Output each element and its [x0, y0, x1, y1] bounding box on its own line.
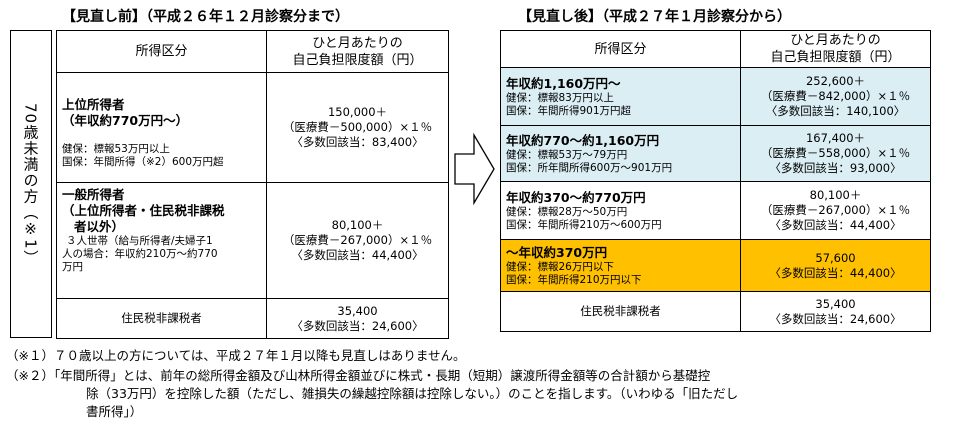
- after-row-exempt-category: 住民税非課税者: [500, 291, 741, 332]
- after-row-1160: 年収約1,160万円～ 健保：標報83万円以上 国保：年間所得901万円超 25…: [500, 67, 931, 126]
- amount-base: 150,000＋: [327, 105, 388, 119]
- amount-formula: （医療費－500,000）×１％: [282, 120, 433, 134]
- category-detail: 健保：標報83万円以上: [506, 91, 614, 104]
- category-title: ～年収約370万円: [506, 244, 608, 260]
- category-title: 者以外）: [74, 219, 125, 234]
- category-title: 年収約370～約770万円: [506, 189, 646, 205]
- after-row-under370-category: ～年収約370万円 健保：標報26万円以下 国保：年間所得210万円以下: [500, 239, 741, 292]
- after-row-exempt: 住民税非課税者 35,400 〈多数回該当：24,600〉: [500, 291, 931, 332]
- category-detail: 健保：標報28万～50万円: [506, 205, 628, 218]
- after-row-370-category: 年収約370～約770万円 健保：標報28万～50万円 国保：年間所得210万～…: [500, 181, 741, 240]
- category-title: （年収約770万円～）: [62, 113, 189, 128]
- after-header-income: 所得区分: [500, 30, 741, 68]
- category-title: 年収約770～約1,160万円: [506, 132, 660, 148]
- category-detail: 国保：年間所得210万円以下: [506, 273, 642, 286]
- after-row-770: 年収約770～約1,160万円 健保：標報53万～79万円 国保：所年間所得60…: [500, 125, 931, 182]
- amount-formula: （医療費－267,000）×１％: [282, 233, 433, 247]
- footnote-2-line3: 書所得」）: [86, 404, 143, 419]
- footnote-2-line1: （※２）「年間所得」とは、前年の総所得金額及び山林所得金額並びに株式・長期（短期…: [6, 368, 711, 383]
- before-header-row: 所得区分 ひと月あたりの 自己負担限度額（円）: [56, 30, 449, 73]
- after-row-under370: ～年収約370万円 健保：標報26万円以下 国保：年間所得210万円以下 57,…: [500, 239, 931, 292]
- amount-formula: （医療費－558,000）×１％: [760, 146, 911, 160]
- category-detail: 万円: [62, 261, 83, 273]
- category-detail: 国保：所年間所得600万～901万円: [506, 161, 673, 174]
- footnote-2-line2: 除（33万円）を控除した額（ただし、雑損失の繰越控除額は控除しない。）のことを指…: [86, 386, 739, 401]
- footnote-1: （※１）７０歳以上の方については、平成２７年１月以降も見直しはありません。: [6, 348, 466, 363]
- category-detail: 人の場合：年収約210万～約770: [62, 248, 218, 260]
- category-detail: ３人世帯（給与所得者/夫婦子1: [66, 235, 213, 247]
- amount-base: 167,400＋: [805, 131, 866, 145]
- category-title: （上位所得者・住民税非課税: [62, 203, 225, 218]
- amount-base: 35,400: [815, 296, 856, 311]
- before-row-exempt: 住民税非課税者 35,400 〈多数回該当：24,600〉: [56, 298, 449, 339]
- amount-multiple: 〈多数回該当：83,400〉: [291, 135, 424, 149]
- after-row-1160-amount: 252,600＋ （医療費－842,000）×１％ 〈多数回該当：140,100…: [740, 67, 931, 126]
- category-title: 一般所得者: [62, 187, 125, 202]
- before-row-general-amount: 80,100＋ （医療費－267,000）×１％ 〈多数回該当：44,400〉: [266, 182, 449, 299]
- category-detail: 健保：標報26万円以下: [506, 260, 614, 273]
- amount-multiple: 〈多数回該当：44,400〉: [769, 218, 902, 232]
- amount-formula: （医療費－842,000）×１％: [760, 89, 911, 103]
- amount-multiple: 〈多数回該当：44,400〉: [769, 265, 902, 280]
- before-row-upper: 上位所得者 （年収約770万円～） 健保：標報53万円以上 国保：年間所得（※2…: [56, 72, 449, 183]
- before-row-exempt-category: 住民税非課税者: [56, 298, 267, 339]
- header-limit-line2: 自己負担限度額（円）: [292, 52, 423, 68]
- amount-multiple: 〈多数回該当：93,000〉: [769, 161, 902, 175]
- after-header-row: 所得区分 ひと月あたりの 自己負担限度額（円）: [500, 30, 931, 68]
- amount-multiple: 〈多数回該当：24,600〉: [291, 318, 424, 333]
- amount-multiple: 〈多数回該当：140,100〉: [765, 104, 906, 118]
- before-header-limit: ひと月あたりの 自己負担限度額（円）: [266, 30, 449, 73]
- before-row-upper-category: 上位所得者 （年収約770万円～） 健保：標報53万円以上 国保：年間所得（※2…: [56, 72, 267, 183]
- amount-formula: （医療費－267,000）×１％: [760, 203, 911, 217]
- amount-base: 80,100＋: [331, 218, 384, 232]
- right-arrow-icon: [454, 132, 495, 206]
- category-title: 年収約1,160万円～: [506, 75, 621, 91]
- after-header-limit: ひと月あたりの 自己負担限度額（円）: [740, 30, 931, 68]
- header-limit-line1: ひと月あたりの: [790, 33, 881, 48]
- category-detail: 国保：年間所得210万～600万円: [506, 218, 662, 231]
- age-category-text: 70歳未満の方（※1）: [21, 102, 40, 266]
- after-title: 【見直し後】（平成２７年１月診察分から）: [518, 9, 791, 25]
- category-title: 上位所得者: [62, 97, 125, 112]
- before-header-income: 所得区分: [56, 30, 267, 73]
- before-row-general: 一般所得者 （上位所得者・住民税非課税 者以外） ３人世帯（給与所得者/夫婦子1…: [56, 182, 449, 299]
- after-table: 所得区分 ひと月あたりの 自己負担限度額（円） 年収約1,160万円～ 健保：標…: [500, 30, 931, 332]
- category-detail: 国保：年間所得（※2）600万円超: [62, 156, 224, 168]
- after-row-770-category: 年収約770～約1,160万円 健保：標報53万～79万円 国保：所年間所得60…: [500, 125, 741, 182]
- amount-base: 252,600＋: [805, 74, 866, 88]
- after-row-370-amount: 80,100＋ （医療費－267,000）×１％ 〈多数回該当：44,400〉: [740, 181, 931, 240]
- amount-multiple: 〈多数回該当：44,400〉: [291, 248, 424, 262]
- after-row-370: 年収約370～約770万円 健保：標報28万～50万円 国保：年間所得210万～…: [500, 181, 931, 240]
- category-detail: 健保：標報53万円以上: [62, 143, 170, 155]
- before-row-general-category: 一般所得者 （上位所得者・住民税非課税 者以外） ３人世帯（給与所得者/夫婦子1…: [56, 182, 267, 299]
- header-limit-line1: ひと月あたりの: [312, 35, 403, 51]
- header-limit-line2: 自己負担限度額（円）: [770, 50, 901, 65]
- before-title: 【見直し前】（平成２６年１２月診察分まで）: [62, 9, 349, 25]
- amount-multiple: 〈多数回該当：24,600〉: [769, 311, 902, 326]
- age-category-label: 70歳未満の方（※1）: [10, 30, 52, 338]
- after-row-770-amount: 167,400＋ （医療費－558,000）×１％ 〈多数回該当：93,000〉: [740, 125, 931, 182]
- category-detail: 国保：年間所得901万円超: [506, 104, 632, 117]
- before-row-exempt-amount: 35,400 〈多数回該当：24,600〉: [266, 298, 449, 339]
- after-row-under370-amount: 57,600 〈多数回該当：44,400〉: [740, 239, 931, 292]
- before-row-upper-amount: 150,000＋ （医療費－500,000）×１％ 〈多数回該当：83,400〉: [266, 72, 449, 183]
- before-table: 所得区分 ひと月あたりの 自己負担限度額（円） 上位所得者 （年収約770万円～…: [56, 30, 449, 339]
- after-row-1160-category: 年収約1,160万円～ 健保：標報83万円以上 国保：年間所得901万円超: [500, 67, 741, 126]
- amount-base: 80,100＋: [809, 188, 862, 202]
- after-row-exempt-amount: 35,400 〈多数回該当：24,600〉: [740, 291, 931, 332]
- amount-base: 57,600: [815, 250, 856, 265]
- category-detail: 健保：標報53万～79万円: [506, 148, 628, 161]
- amount-base: 35,400: [337, 303, 378, 318]
